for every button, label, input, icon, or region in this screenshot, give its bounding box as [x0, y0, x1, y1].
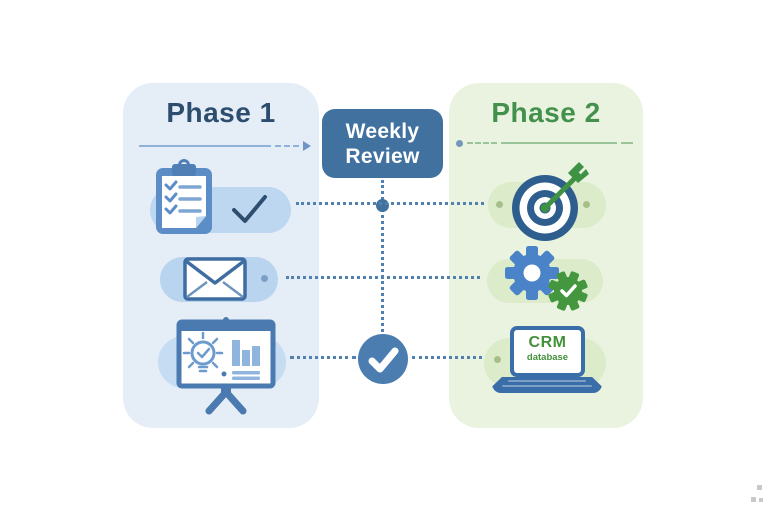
- crm-screen-title: CRM: [528, 334, 567, 351]
- corner-artifact: [751, 485, 765, 509]
- dash-segment: [621, 142, 633, 144]
- laptop-base: [492, 377, 602, 393]
- checkmark-glyph: [368, 347, 399, 373]
- crm-screen-subtitle: database: [526, 352, 569, 363]
- connector-node-dot: [376, 199, 389, 212]
- pill-end-dot: [261, 275, 268, 282]
- phase1-title: Phase 1: [166, 97, 276, 128]
- phase1-underline: [139, 141, 311, 151]
- pill-end-dot: [494, 356, 501, 363]
- presentation-chart-icon: [176, 317, 276, 415]
- laptop-icon: CRM database: [510, 326, 585, 377]
- envelope-icon: [183, 257, 247, 301]
- checkmark-circle-icon: [358, 334, 408, 384]
- weekly-review-line2: Review: [345, 144, 420, 168]
- pill-end-dot: [583, 201, 590, 208]
- row1-dotted-connector: [296, 202, 484, 205]
- gears-check-icon: [505, 246, 588, 311]
- phase2-underline: [456, 139, 633, 147]
- laptop-key-line: [508, 380, 586, 382]
- arrow-right-icon: [303, 141, 311, 151]
- checkmark-icon: [232, 195, 267, 223]
- weekly-review-line1: Weekly: [345, 119, 420, 143]
- dash-segment: [275, 145, 299, 147]
- row3-dotted-connector-left: [290, 356, 356, 359]
- row3-dotted-connector-right: [412, 356, 482, 359]
- line-segment: [139, 145, 271, 147]
- clipboard-checklist-icon: [156, 159, 212, 234]
- target-dart-icon: [512, 162, 589, 241]
- weekly-review-box: Weekly Review: [322, 109, 443, 178]
- line-segment: [501, 142, 617, 144]
- dot-icon: [456, 139, 463, 147]
- row2-dotted-connector: [286, 276, 480, 279]
- laptop-key-line: [502, 385, 592, 387]
- phase2-title: Phase 2: [491, 97, 601, 128]
- pill-end-dot: [496, 201, 503, 208]
- dash-segment: [467, 142, 497, 144]
- vertical-dotted-connector: [381, 180, 384, 332]
